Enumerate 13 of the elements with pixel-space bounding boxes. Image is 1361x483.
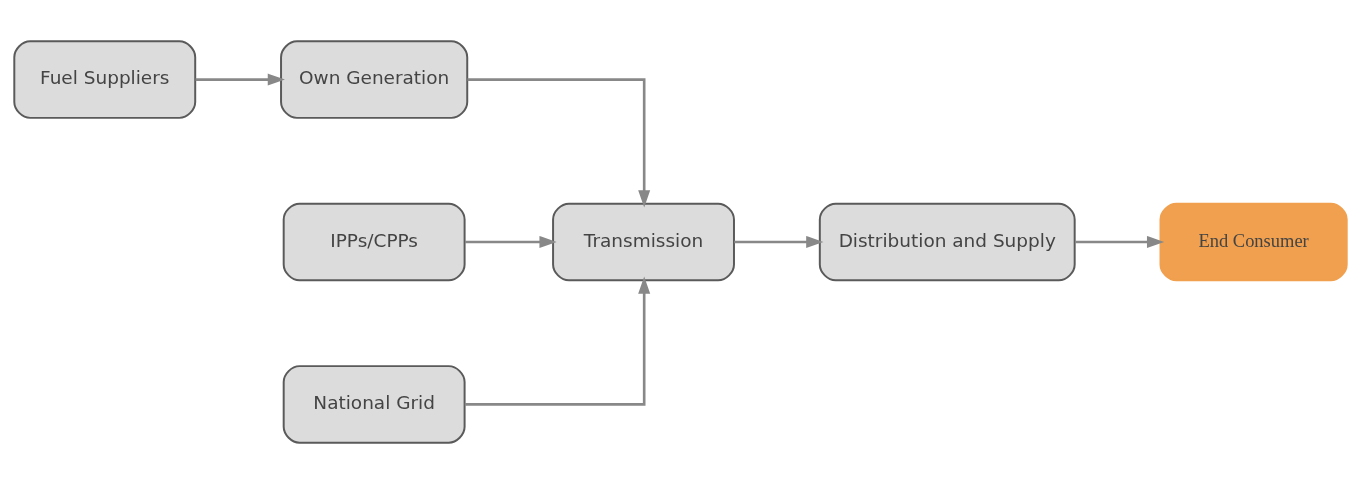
node-box: Fuel Suppliers bbox=[13, 39, 197, 119]
arrow bbox=[467, 77, 651, 207]
node-box: Distribution and Supply bbox=[818, 202, 1076, 281]
node-box: Own Generation bbox=[280, 39, 469, 119]
arrow bbox=[1074, 235, 1165, 248]
node-box: End Consumer bbox=[1159, 202, 1348, 281]
arrow bbox=[464, 235, 557, 248]
arrow bbox=[195, 73, 285, 86]
node-box: IPPs/CPPs bbox=[282, 202, 466, 281]
arrow bbox=[734, 235, 824, 248]
node-box: Transmission bbox=[552, 202, 735, 281]
node-box: National Grid bbox=[282, 364, 466, 444]
arrow bbox=[464, 276, 651, 406]
